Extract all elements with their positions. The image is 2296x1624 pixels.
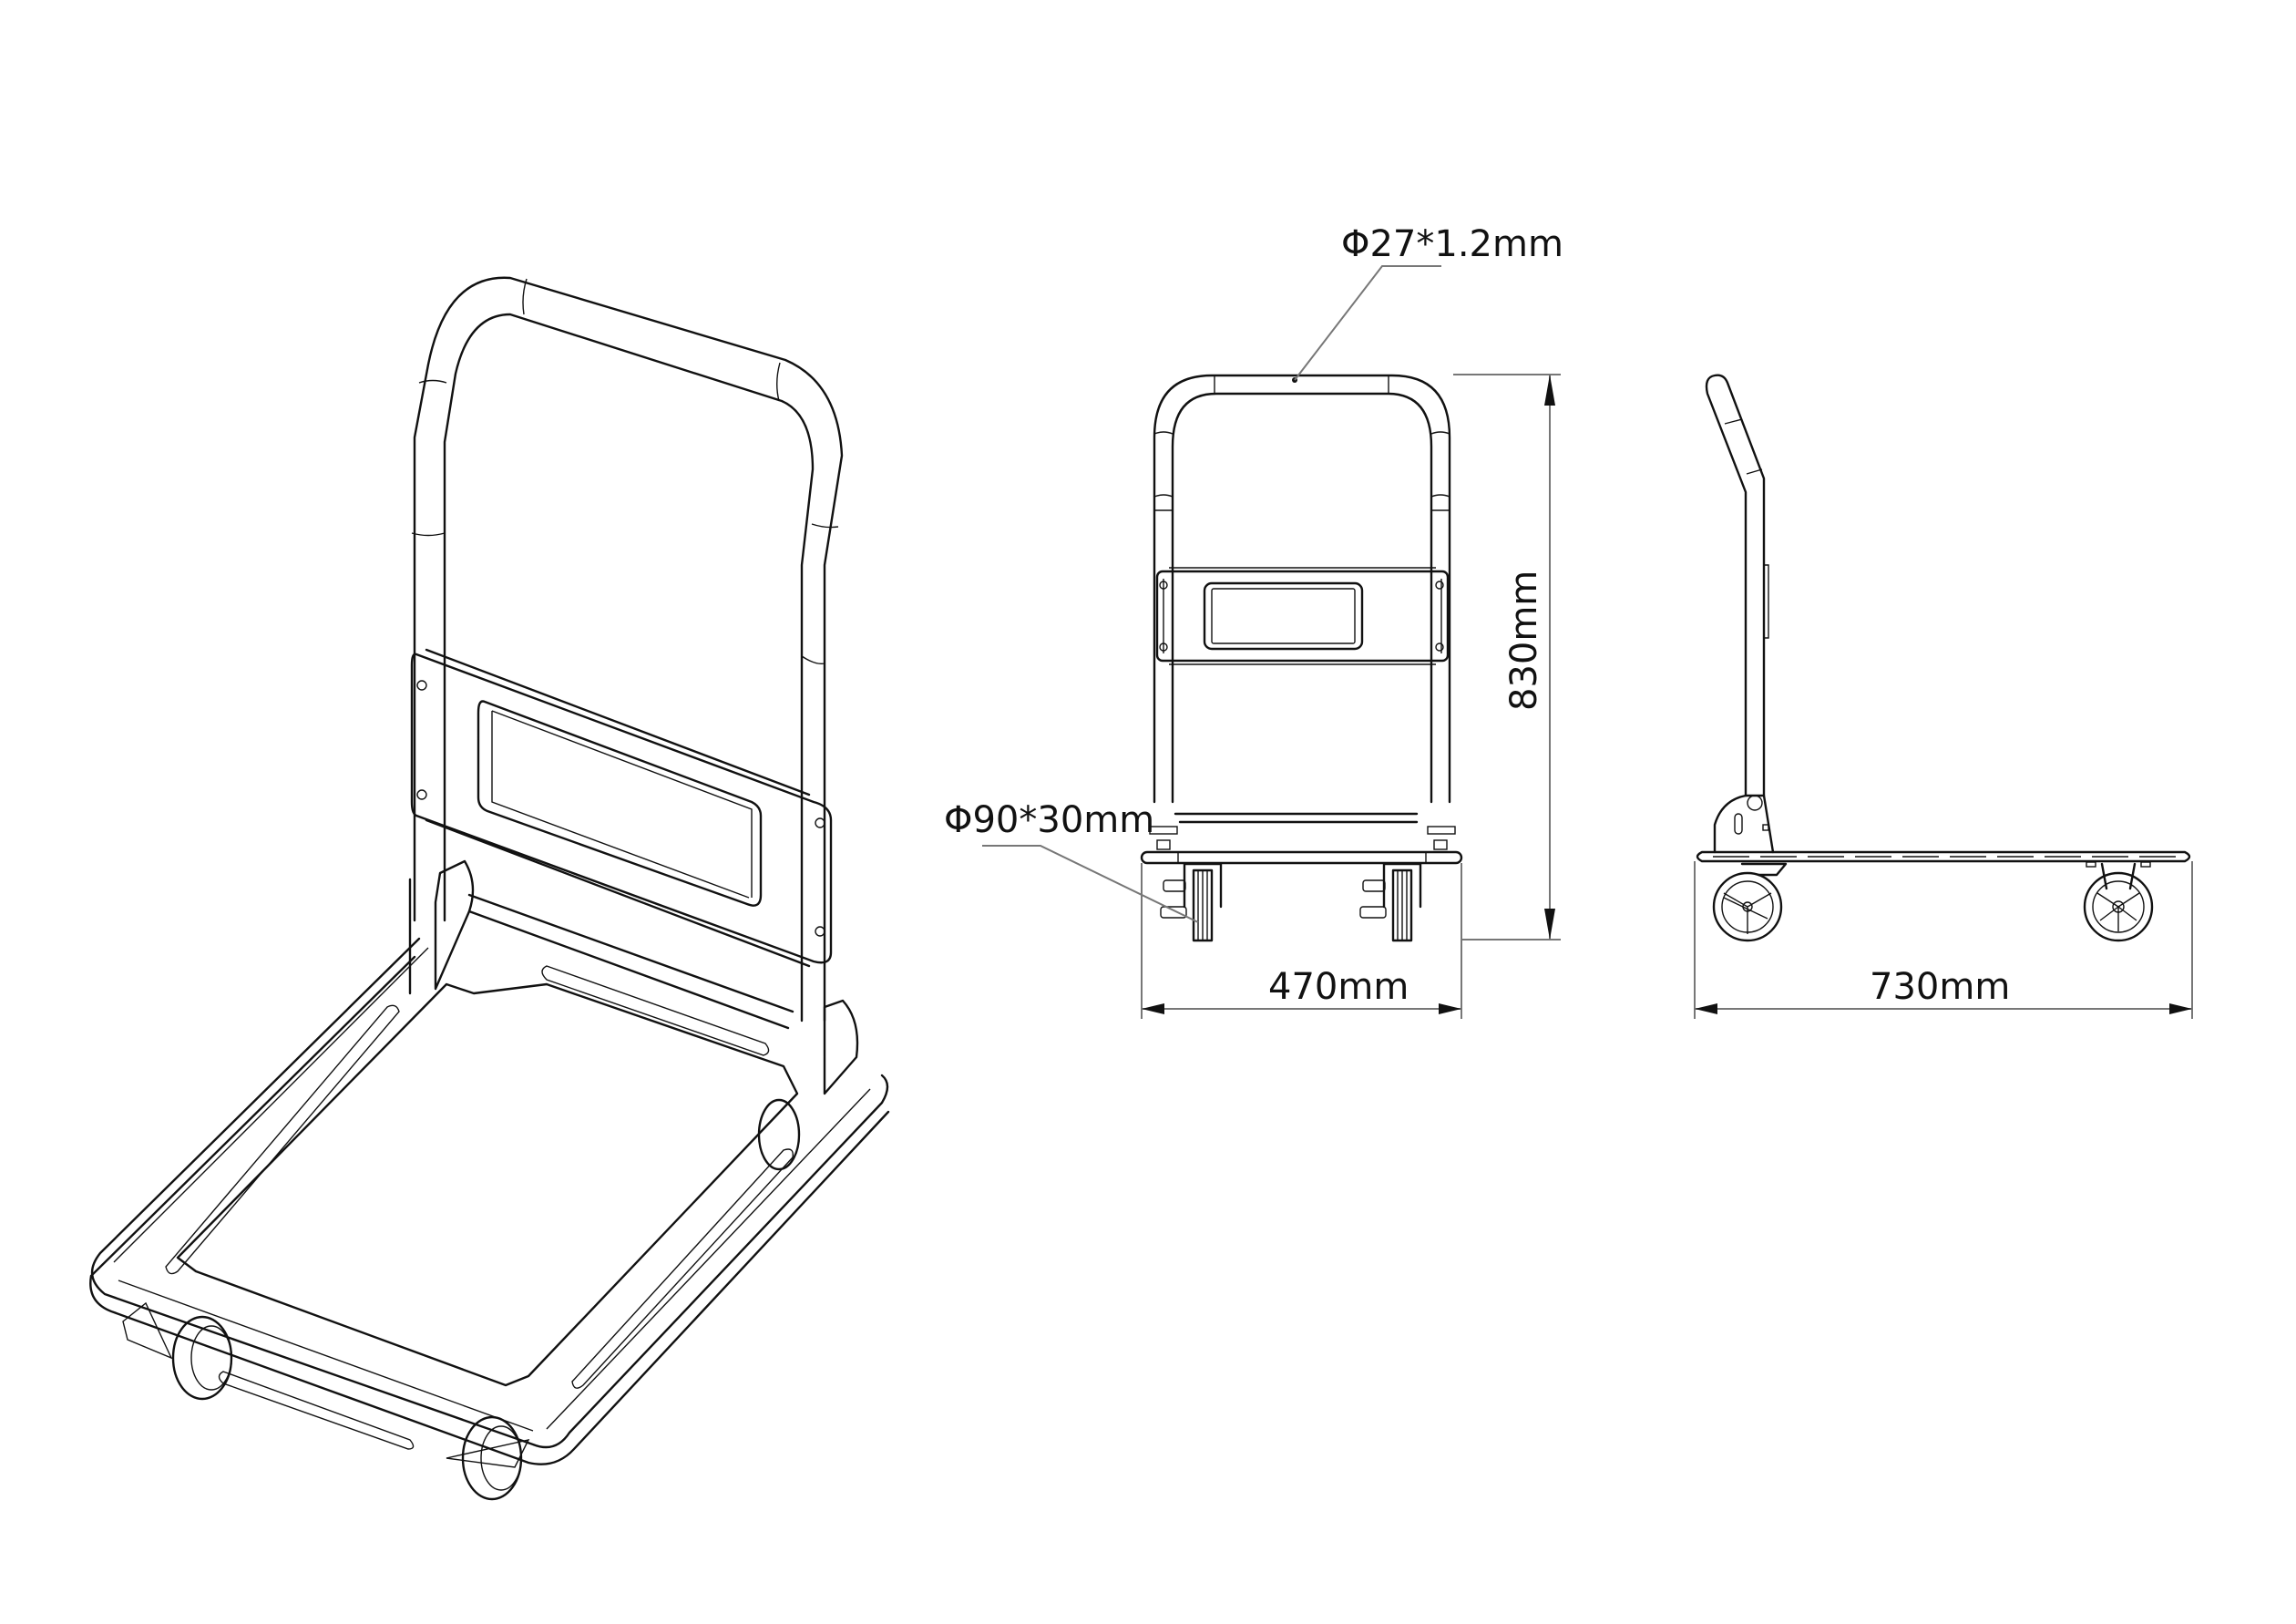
wheel-spec-label: Φ90*30mm	[944, 799, 1155, 841]
side-view-caster-front	[1712, 862, 1788, 942]
width-dimension-label: 470mm	[1268, 966, 1409, 1008]
side-view-caster-rear	[2083, 861, 2154, 942]
isometric-wheel-front-right	[461, 1415, 523, 1501]
front-view-caster-left	[1160, 862, 1223, 942]
isometric-wheel-back-right	[757, 1098, 801, 1171]
tube-spec-label: Φ27*1.2mm	[1341, 223, 1563, 265]
front-view-caster-right	[1359, 862, 1422, 942]
isometric-wheel-front-left	[171, 1315, 233, 1401]
front-view	[982, 265, 1561, 1019]
isometric-view	[89, 276, 890, 1501]
height-dimension-label: 830mm	[1503, 570, 1545, 711]
side-view	[1694, 374, 2193, 1019]
length-dimension-label: 730mm	[1870, 966, 2011, 1008]
